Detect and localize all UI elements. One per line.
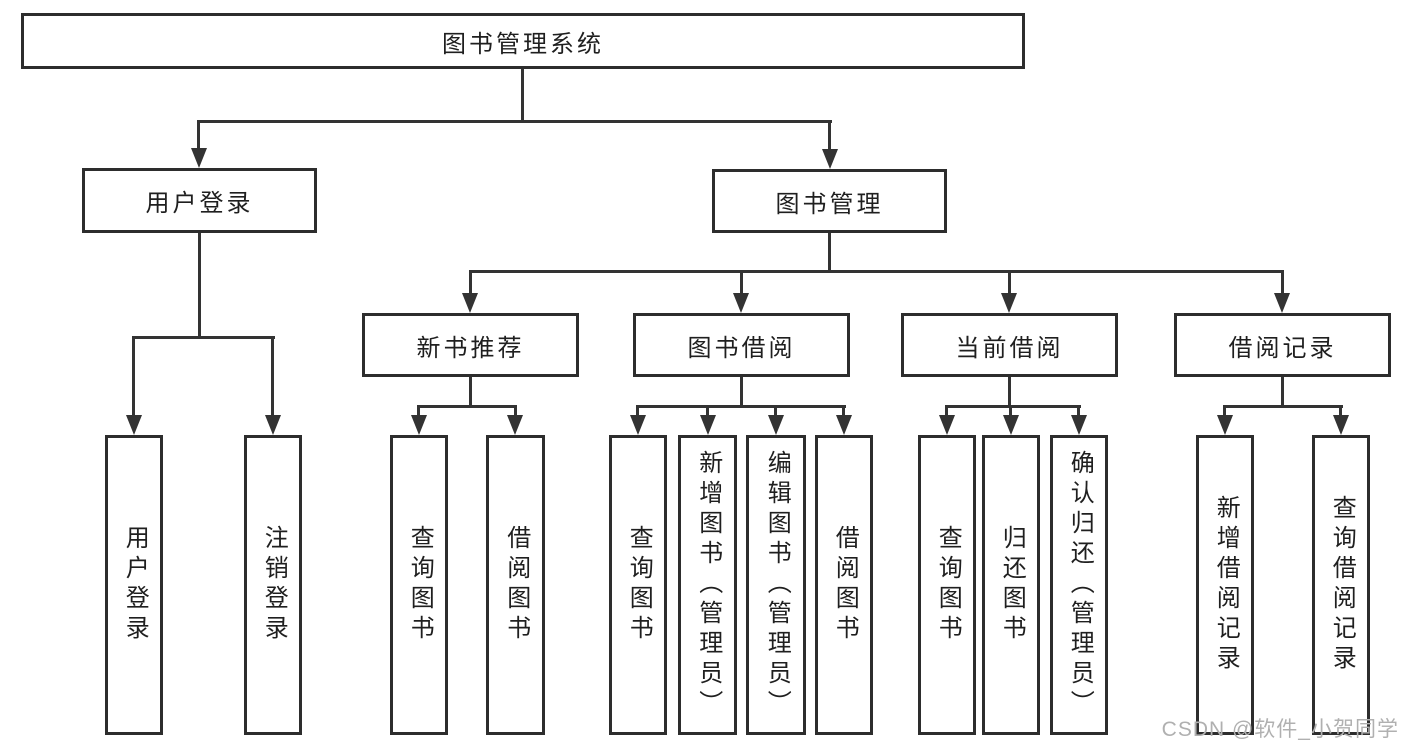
leaf-edit-books-admin: 编辑图书（管理员） (746, 435, 806, 735)
connector-drop-leaf (636, 405, 639, 417)
connector-bracket (945, 405, 1081, 408)
connector-drop-leaf (945, 405, 948, 417)
connector-drop-book-mgmt (828, 120, 831, 150)
connector-stem (1281, 377, 1284, 408)
watermark-text: CSDN @软件_小贺同学 (1161, 718, 1399, 741)
arrowhead-down-icon (265, 415, 281, 435)
arrowhead-down-icon (768, 415, 784, 435)
node-root: 图书管理系统 (21, 13, 1025, 69)
arrowhead-down-icon (191, 148, 207, 168)
leaf-label: 归还图书 (998, 525, 1026, 645)
connector-bracket (636, 405, 846, 408)
arrowhead-down-icon (700, 415, 716, 435)
connector-drop-leaf (1223, 405, 1226, 417)
leaf-borrow-books-rec: 借阅图书 (486, 435, 545, 735)
node-book-borrow: 图书借阅 (633, 313, 850, 377)
leaf-label: 查询图书 (625, 525, 653, 645)
leaf-label: 编辑图书（管理员） (763, 450, 791, 720)
connector-drop-leaf (417, 405, 420, 417)
connector-drop-new-book (469, 273, 472, 293)
connector-user-login-stem (198, 233, 201, 338)
node-root-label: 图书管理系统 (442, 30, 604, 58)
node-borrow-records: 借阅记录 (1174, 313, 1391, 377)
arrowhead-down-icon (822, 149, 838, 169)
connector-drop-leaf (271, 336, 274, 416)
leaf-query-books-rec: 查询图书 (390, 435, 448, 735)
arrowhead-down-icon (1274, 293, 1290, 313)
connector-stem (469, 377, 472, 408)
node-book-borrow-label: 图书借阅 (687, 334, 796, 362)
leaf-query-books-borrow: 查询图书 (609, 435, 667, 735)
node-user-login: 用户登录 (82, 168, 317, 233)
node-new-book-rec: 新书推荐 (362, 313, 579, 377)
connector-drop-user-login (197, 120, 200, 150)
arrowhead-down-icon (1001, 293, 1017, 313)
arrowhead-down-icon (1217, 415, 1233, 435)
arrowhead-down-icon (836, 415, 852, 435)
connector-drop-borrow-records (1281, 273, 1284, 293)
leaf-label: 确认归还（管理员） (1066, 450, 1094, 720)
connector-user-login-bracket (132, 336, 275, 339)
arrowhead-down-icon (462, 293, 478, 313)
connector-drop-leaf (842, 405, 845, 417)
node-book-mgmt: 图书管理 (712, 169, 947, 233)
leaf-add-books-admin: 新增图书（管理员） (678, 435, 737, 735)
node-book-mgmt-label: 图书管理 (775, 190, 884, 218)
leaf-confirm-return-admin: 确认归还（管理员） (1050, 435, 1108, 735)
connector-root-stem (521, 69, 524, 120)
leaf-user-login: 用户登录 (105, 435, 163, 735)
leaf-label: 用户登录 (121, 525, 149, 645)
connector-drop-book-borrow (740, 273, 743, 293)
leaf-label: 查询借阅记录 (1328, 495, 1356, 675)
arrowhead-down-icon (733, 293, 749, 313)
connector-drop-leaf (706, 405, 709, 417)
leaf-label: 查询图书 (934, 525, 962, 645)
connector-stem (1008, 377, 1011, 408)
connector-drop-leaf (132, 336, 135, 416)
leaf-return-books: 归还图书 (982, 435, 1040, 735)
connector-drop-leaf (1077, 405, 1080, 417)
arrowhead-down-icon (630, 415, 646, 435)
leaf-label: 查询图书 (406, 525, 434, 645)
connector-bracket (417, 405, 517, 408)
connector-stem (740, 377, 743, 408)
leaf-label: 借阅图书 (502, 525, 530, 645)
arrowhead-down-icon (1071, 415, 1087, 435)
node-new-book-rec-label: 新书推荐 (416, 334, 525, 362)
connector-level3-bracket (469, 270, 1284, 273)
leaf-logout: 注销登录 (244, 435, 302, 735)
leaf-label: 新增借阅记录 (1212, 495, 1240, 675)
node-borrow-records-label: 借阅记录 (1228, 334, 1337, 362)
leaf-label: 新增图书（管理员） (694, 450, 722, 720)
leaf-borrow-books: 借阅图书 (815, 435, 873, 735)
leaf-add-borrow-record: 新增借阅记录 (1196, 435, 1254, 735)
arrowhead-down-icon (939, 415, 955, 435)
leaf-query-borrow-record: 查询借阅记录 (1312, 435, 1370, 735)
arrowhead-down-icon (1333, 415, 1349, 435)
connector-book-mgmt-stem (828, 233, 831, 273)
leaf-query-books-current: 查询图书 (918, 435, 976, 735)
connector-level2-bracket (197, 120, 832, 123)
arrowhead-down-icon (126, 415, 142, 435)
arrowhead-down-icon (1003, 415, 1019, 435)
connector-bracket (1223, 405, 1343, 408)
node-user-login-label: 用户登录 (145, 190, 254, 217)
node-current-borrow-label: 当前借阅 (955, 334, 1064, 362)
connector-drop-leaf (1339, 405, 1342, 417)
leaf-label: 借阅图书 (831, 525, 859, 645)
connector-drop-leaf (514, 405, 517, 417)
connector-drop-leaf (774, 405, 777, 417)
connector-drop-leaf (1009, 405, 1012, 417)
arrowhead-down-icon (411, 415, 427, 435)
leaf-label: 注销登录 (260, 525, 288, 645)
node-current-borrow: 当前借阅 (901, 313, 1118, 377)
connector-drop-current-borrow (1008, 273, 1011, 293)
arrowhead-down-icon (507, 415, 523, 435)
